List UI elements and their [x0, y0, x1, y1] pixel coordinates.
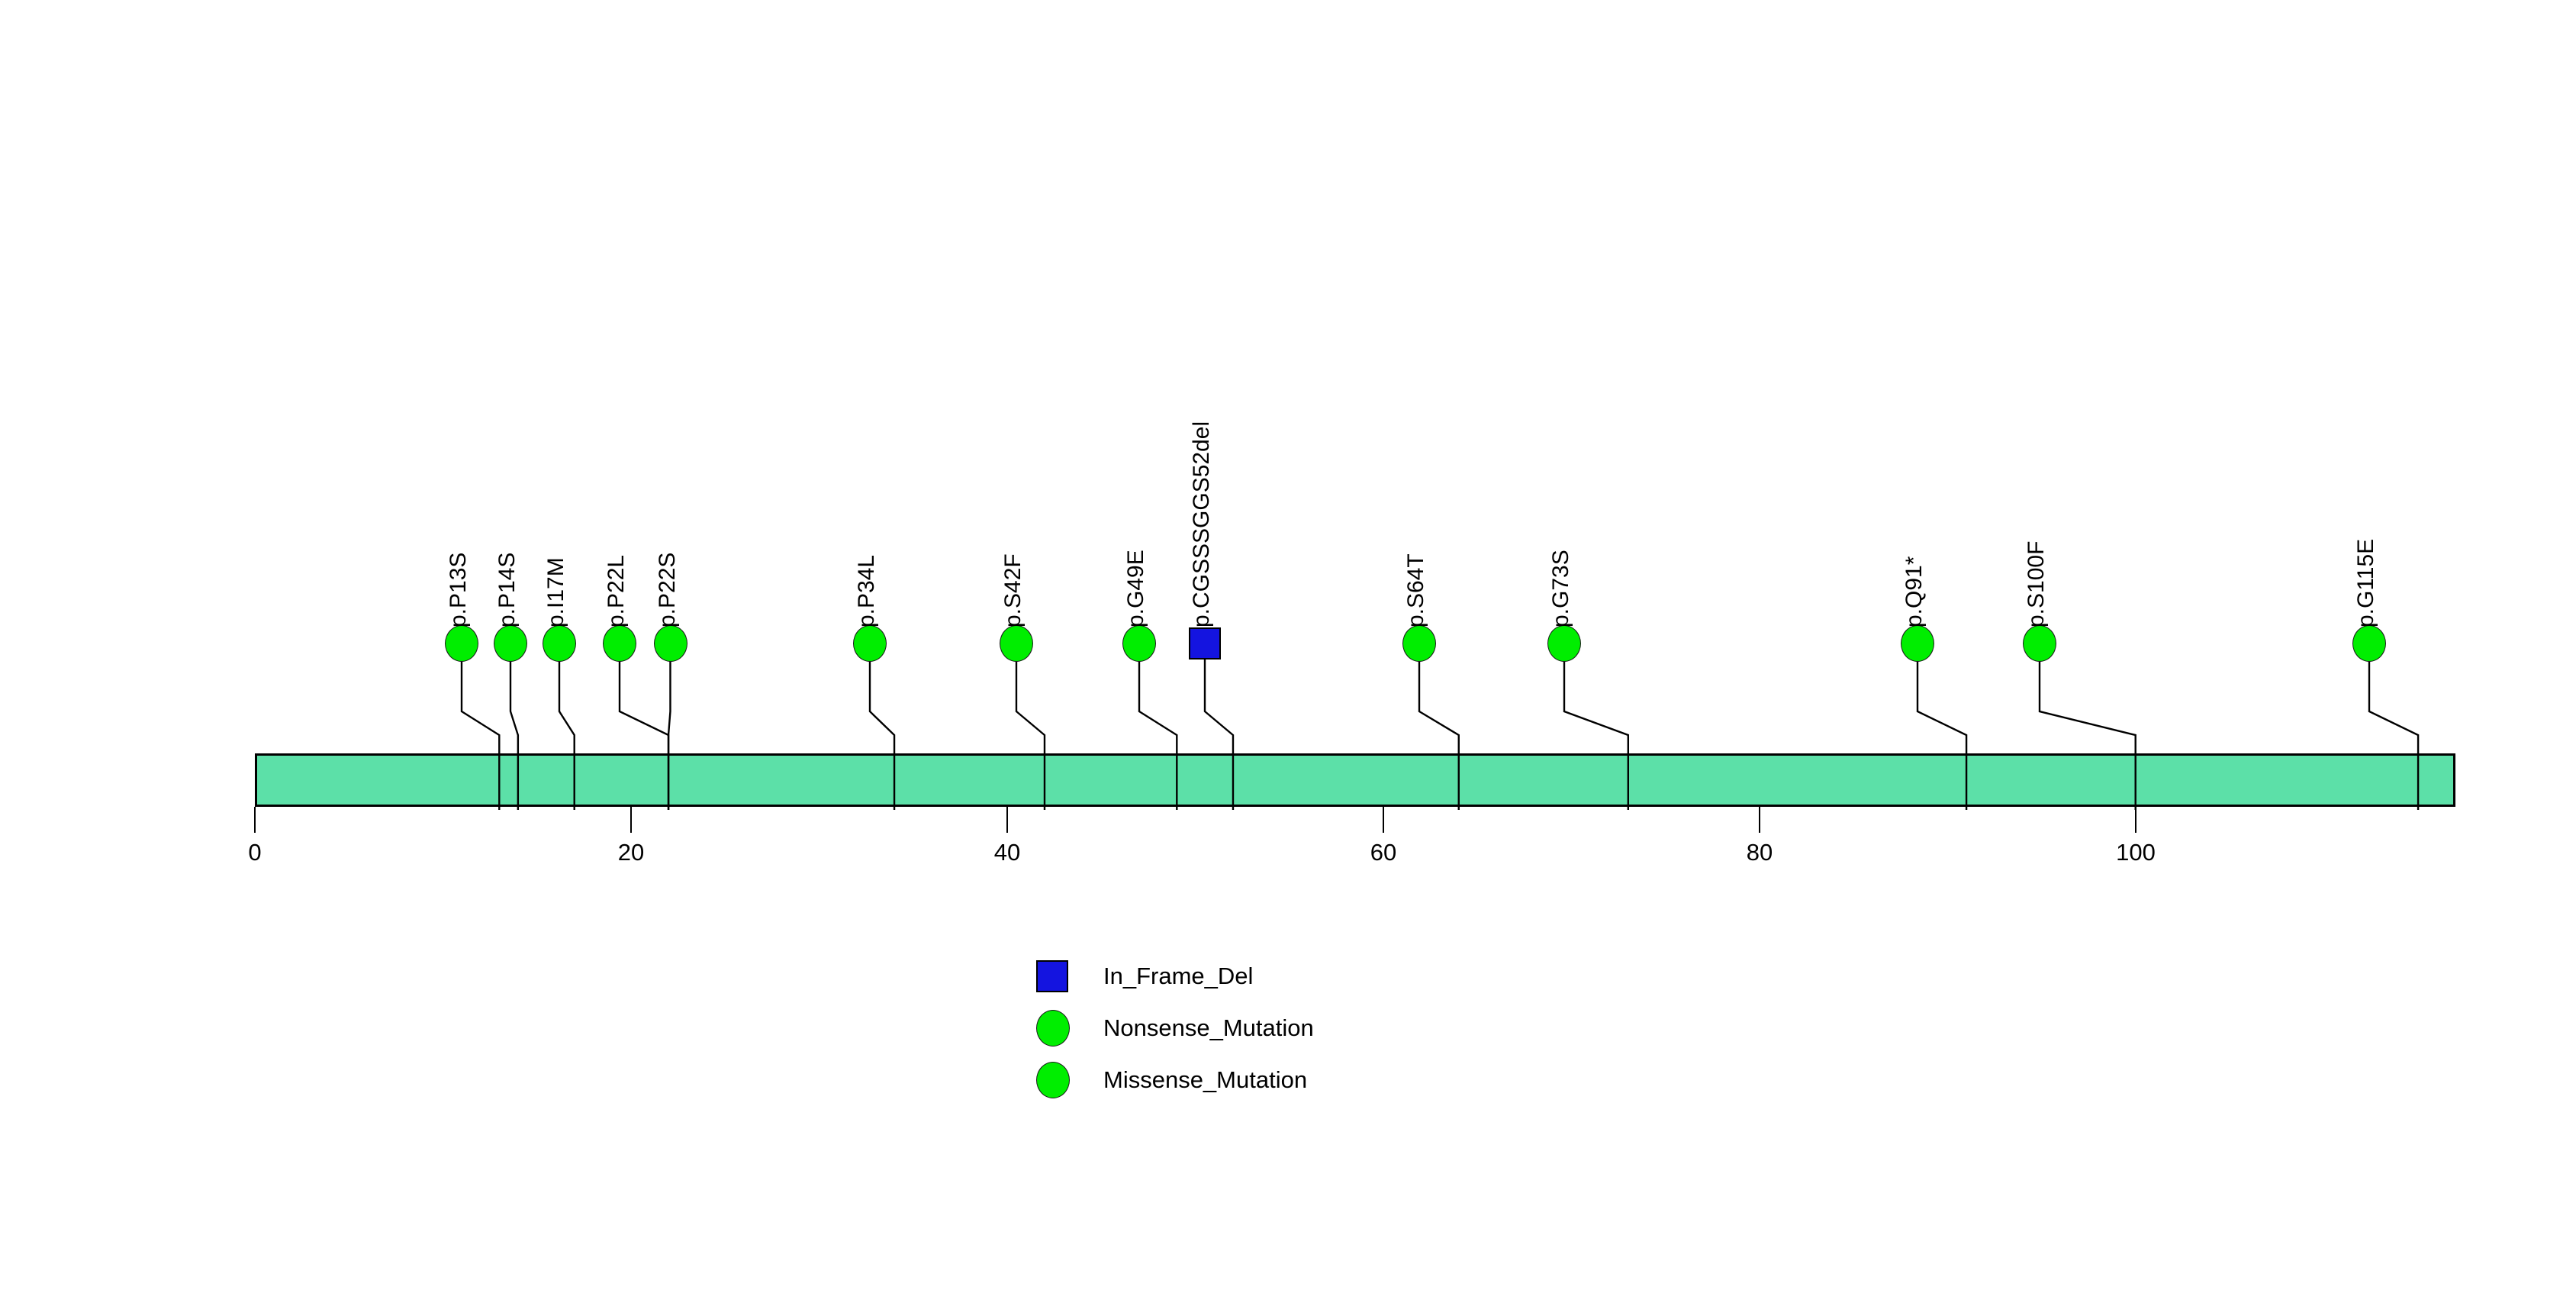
mutation-marker-square[interactable] [1188, 627, 1221, 660]
mutation-marker-circle[interactable] [1901, 625, 1935, 662]
mutation-marker-circle[interactable] [603, 625, 637, 662]
mutation-label: p.Q91* [1901, 556, 1927, 627]
legend-label: Nonsense_Mutation [1103, 1014, 1314, 1041]
axis-tick-label: 20 [617, 839, 645, 866]
axis-tick [1006, 807, 1008, 833]
mutation-marker-circle[interactable] [2023, 625, 2057, 662]
axis-tick-label: 80 [1746, 839, 1773, 866]
mutation-marker-circle[interactable] [1000, 625, 1034, 662]
legend-swatch-square-icon [1036, 960, 1068, 992]
mutation-label: p.CGSSSGGS52del [1188, 421, 1214, 627]
mutation-marker-circle[interactable] [445, 625, 479, 662]
protein-backbone [255, 753, 2456, 807]
axis-tick-label: 100 [2116, 839, 2156, 866]
axis-tick [2135, 807, 2136, 833]
mutation-label: p.G73S [1547, 550, 1573, 627]
mutation-label: p.P34L [854, 554, 880, 627]
mutation-marker-circle[interactable] [2352, 625, 2386, 662]
legend-label: Missense_Mutation [1103, 1066, 1308, 1093]
axis-tick [630, 807, 632, 833]
mutation-label: p.G49E [1122, 550, 1148, 627]
legend-swatch-circle-icon [1036, 1010, 1070, 1047]
mutation-marker-circle[interactable] [853, 625, 887, 662]
axis-tick-label: 60 [1370, 839, 1397, 866]
mutation-marker-circle[interactable] [543, 625, 577, 662]
mutation-label: p.P22S [654, 552, 680, 627]
axis-tick [1383, 807, 1384, 833]
mutation-label: p.P14S [494, 552, 520, 627]
legend-swatch-circle-icon [1036, 1062, 1070, 1098]
mutation-label: p.I17M [543, 557, 569, 627]
mutation-marker-circle[interactable] [653, 625, 687, 662]
mutation-label: p.S42F [1000, 553, 1026, 627]
mutation-label: p.G115E [2352, 538, 2378, 627]
mutation-marker-circle[interactable] [1547, 625, 1581, 662]
mutation-label: p.S64T [1402, 553, 1428, 627]
mutation-marker-circle[interactable] [494, 625, 528, 662]
mutation-label: p.P13S [446, 552, 472, 627]
legend-label: In_Frame_Del [1103, 963, 1254, 989]
mutation-label: p.S100F [2024, 540, 2050, 627]
mutation-marker-circle[interactable] [1122, 625, 1156, 662]
mutation-label: p.P22L [604, 554, 630, 627]
axis-tick [1759, 807, 1760, 833]
mutation-marker-circle[interactable] [1402, 625, 1436, 662]
axis-tick [254, 807, 256, 833]
axis-tick-label: 0 [248, 839, 262, 866]
axis-tick-label: 40 [993, 839, 1021, 866]
